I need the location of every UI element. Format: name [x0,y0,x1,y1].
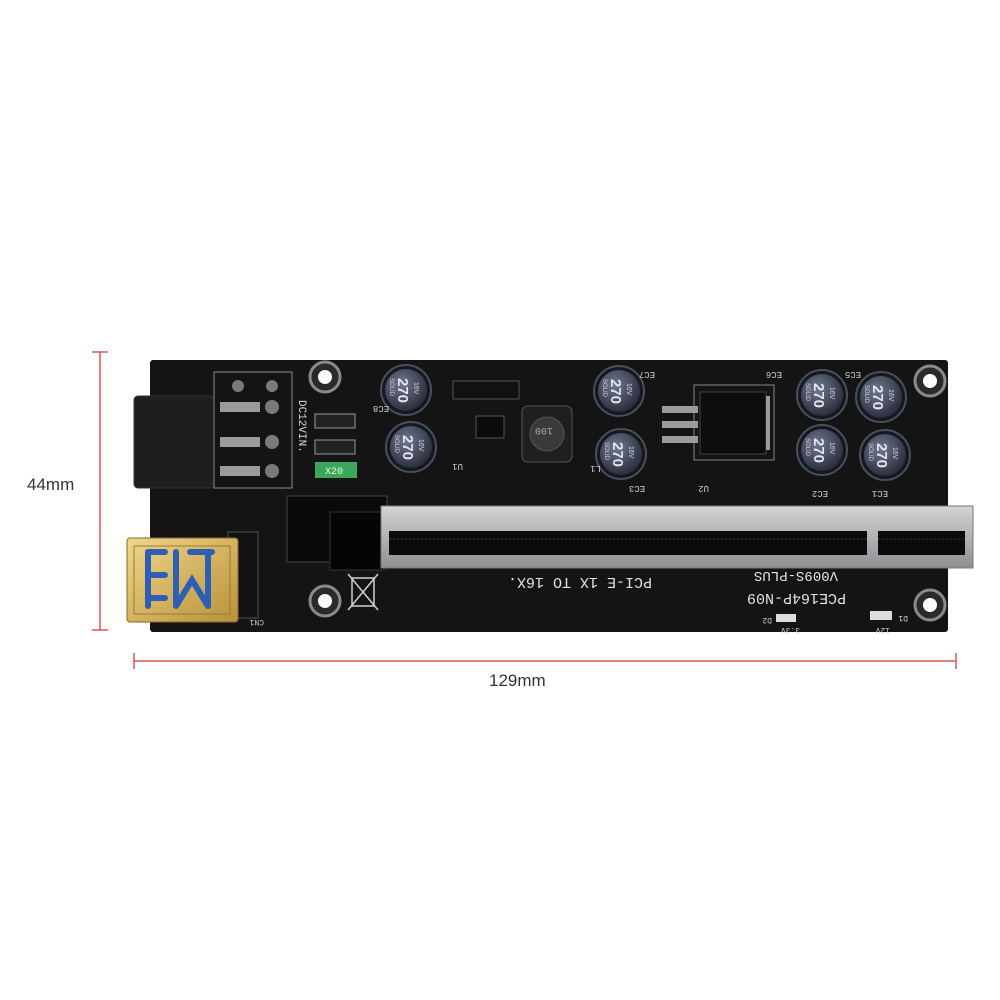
capacitor-brand: SOLID [804,438,810,457]
mounting-hole [913,364,947,398]
part-number-label: PCE164P-N09 [747,589,846,606]
svg-text:EC8: EC8 [373,403,389,413]
capacitor-brand: SOLID [804,383,810,402]
controller-chip-u1: U1 [452,415,505,471]
height-dimension [92,351,108,631]
capacitor-value: 270 [394,378,411,403]
led-d1: D1 12V [870,611,908,634]
pcie-x16-slot [380,505,974,569]
inductor-l1: 100 L1 [521,405,601,473]
svg-text:100: 100 [535,424,553,435]
capacitor-rating: 16V [625,383,632,396]
svg-text:U2: U2 [698,483,709,493]
svg-text:L1: L1 [590,463,601,473]
model-label: V009S-PLUS [754,567,838,583]
svg-text:EC5: EC5 [845,369,861,379]
usb-3-connector: CN1 [126,531,264,626]
mounting-hole [308,360,342,394]
power-connector [133,371,293,489]
capacitor-brand: SOLID [863,385,869,404]
capacitor-value: 270 [873,443,890,468]
svg-text:X20: X20 [325,467,343,478]
fuse: X20 [315,462,357,478]
svg-text:EC7: EC7 [639,369,655,379]
capacitor-value: 270 [810,438,827,463]
svg-text:D2: D2 [762,615,772,624]
width-label: 129mm [489,671,546,690]
capacitor-brand: SOLID [603,442,609,461]
capacitor-rating: 16V [887,389,894,402]
mounting-hole [913,588,947,622]
svg-text:3.3V: 3.3V [781,625,800,634]
svg-text:EC6: EC6 [766,369,782,379]
width-dimension [133,653,957,669]
svg-text:D1: D1 [898,613,908,622]
capacitor-value: 270 [609,442,626,467]
height-label: 44mm [27,475,75,494]
capacitor-brand: SOLID [601,379,607,398]
capacitor-rating: 16V [417,439,424,452]
capacitor-rating: 16V [828,387,835,400]
capacitor-rating: 16V [627,446,634,459]
svg-text:EC3: EC3 [629,483,645,493]
svg-text:CN1: CN1 [249,617,264,626]
capacitor-rating: 16V [828,442,835,455]
mounting-hole [308,584,342,618]
svg-text:EC2: EC2 [812,488,828,498]
svg-text:12V: 12V [875,625,890,634]
slot-adapter-label: PCI-E 1X TO 16X. [508,573,652,590]
capacitor-value: 270 [869,385,886,410]
power-in-label: DC12VIN. [295,400,307,453]
capacitor-rating: 16V [891,447,898,460]
capacitor-brand: SOLID [388,378,394,397]
capacitor-brand: SOLID [867,443,873,462]
led-d2: D2 3.3V [762,614,800,634]
recycle-bin-crossed-icon [347,573,379,611]
capacitor-value: 270 [399,435,416,460]
svg-text:U1: U1 [452,461,463,471]
header-pins [452,380,520,400]
capacitor-value: 270 [607,379,624,404]
capacitor-rating: 16V [412,382,419,395]
svg-text:EC1: EC1 [872,488,888,498]
capacitor-value: 270 [810,383,827,408]
voltage-regulator-u2: U2 [662,384,775,493]
capacitor-brand: SOLID [393,435,399,454]
